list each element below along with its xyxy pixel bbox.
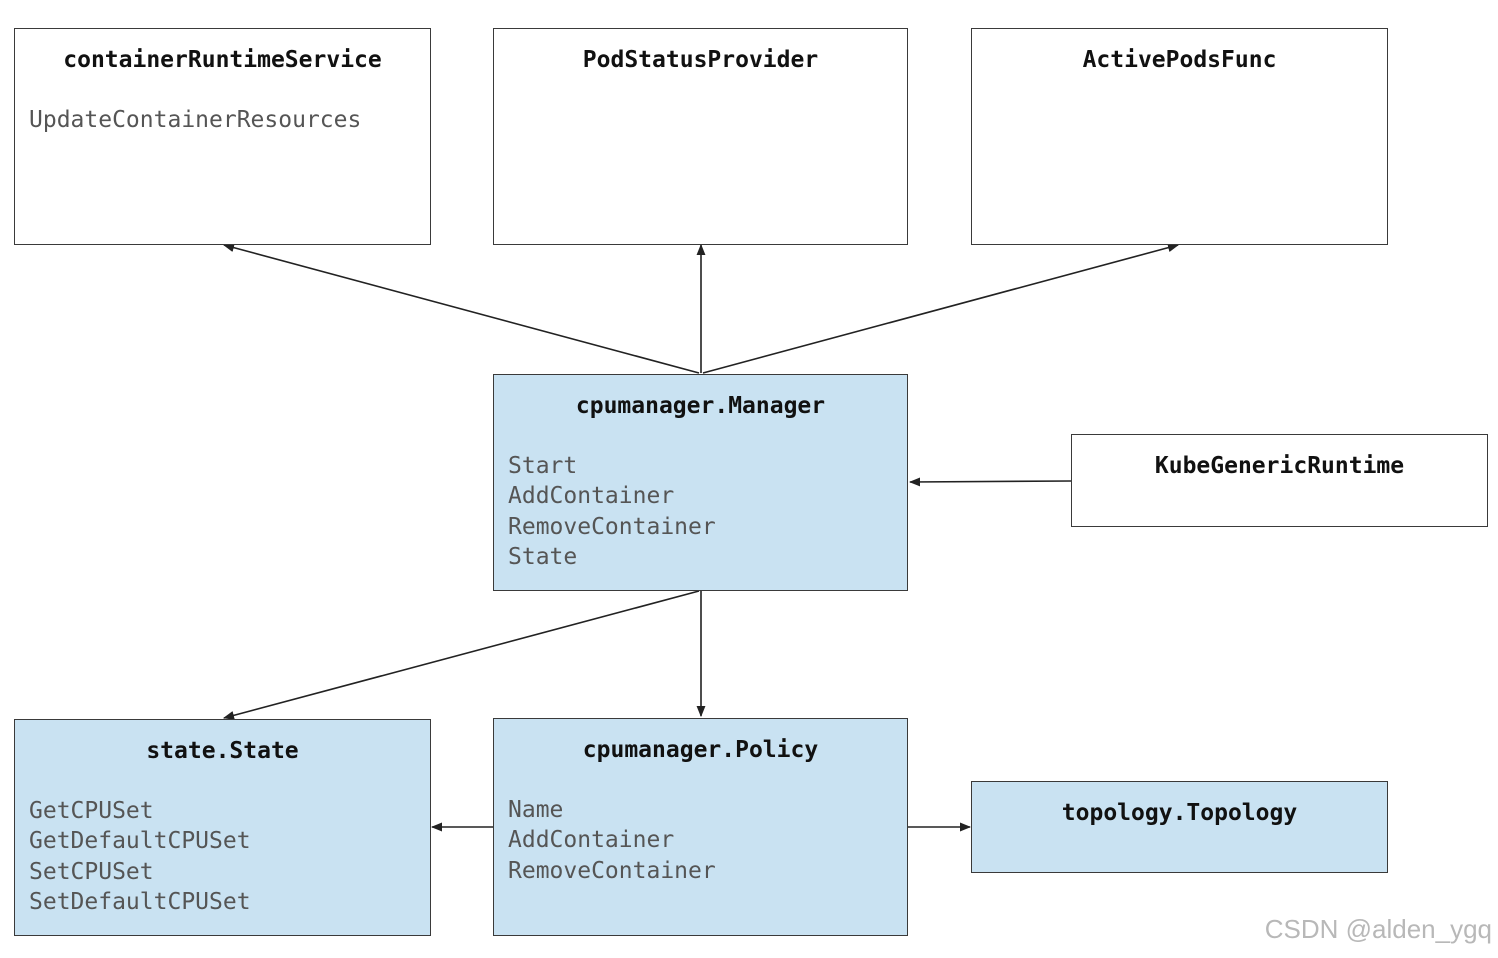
box-title: state.State [146,738,299,764]
active-pods-func-box: ActivePodsFunc [971,28,1388,245]
method-item: RemoveContainer [508,857,716,884]
arrow-manager-to-state [222,590,700,720]
box-title: PodStatusProvider [582,47,819,73]
cpumanager-policy-box: cpumanager.Policy Name AddContainer Remo… [493,718,908,936]
watermark: CSDN @alden_ygq [1264,914,1492,944]
box-title: ActivePodsFunc [1082,47,1277,73]
arrow-kube-generic-runtime-to-manager [908,477,1072,487]
method-list: GetCPUSet GetDefaultCPUSet SetCPUSet Set… [29,796,251,917]
box-title: topology.Topology [1061,800,1298,826]
arrow-manager-to-container-runtime-service [222,243,700,374]
method-item: UpdateContainerResources [29,107,362,133]
cpumanager-manager-box: cpumanager.Manager Start AddContainer Re… [493,374,908,591]
method-item: Start [508,453,578,479]
box-title: cpumanager.Policy [582,737,819,763]
method-item: GetDefaultCPUSet [29,828,251,855]
method-list: Start AddContainer RemoveContainer State [508,451,716,572]
box-title: cpumanager.Manager [575,393,826,419]
method-item: AddContainer [508,483,675,510]
method-item: AddContainer [508,827,675,854]
method-list: UpdateContainerResources [29,105,361,135]
method-item: SetCPUSet [29,858,154,885]
method-item: SetDefaultCPUSet [29,888,251,915]
box-title: containerRuntimeService [63,47,382,73]
container-runtime-service-box: containerRuntimeService UpdateContainerR… [14,28,431,245]
method-item: Name [508,797,564,823]
state-state-box: state.State GetCPUSet GetDefaultCPUSet S… [14,719,431,936]
method-item: State [508,543,578,570]
method-item: GetCPUSet [29,798,154,824]
method-list: Name AddContainer RemoveContainer [508,795,716,886]
box-title: KubeGenericRuntime [1154,453,1405,479]
arrow-manager-to-active-pods-func [702,243,1180,374]
kube-generic-runtime-box: KubeGenericRuntime [1071,434,1488,527]
pod-status-provider-box: PodStatusProvider [493,28,908,245]
method-item: RemoveContainer [508,513,716,540]
topology-topology-box: topology.Topology [971,781,1388,873]
